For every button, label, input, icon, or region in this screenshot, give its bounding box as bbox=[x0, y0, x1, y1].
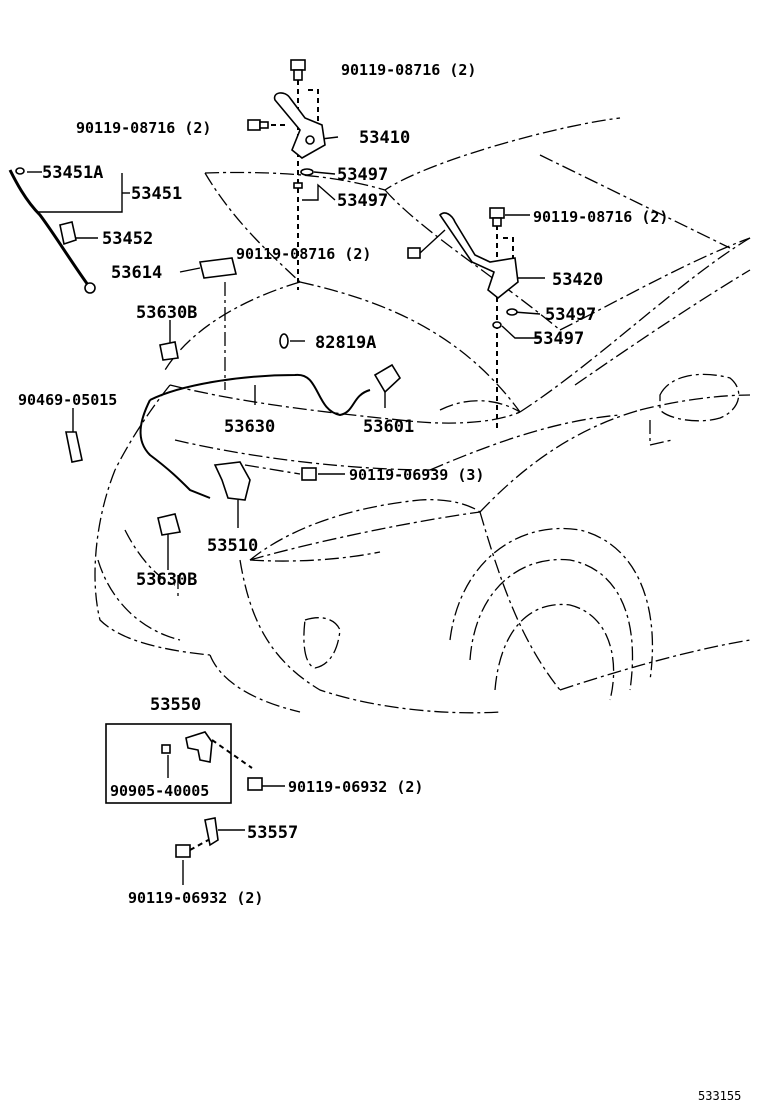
bolt-mid-part bbox=[407, 247, 421, 259]
label-cushion-4: 53497 bbox=[533, 329, 584, 349]
rod-part bbox=[8, 167, 96, 294]
hinge-right-part bbox=[438, 212, 519, 300]
label-cushion-3: 53497 bbox=[545, 305, 596, 325]
seal-plug-part bbox=[279, 333, 289, 349]
label-clamp-upper: 53630B bbox=[136, 303, 197, 323]
rod-holder-part bbox=[59, 221, 77, 246]
clip-left-part bbox=[65, 431, 83, 463]
label-bolt-left-hinge: 90119-08716 (2) bbox=[76, 119, 211, 137]
label-cable: 53630 bbox=[224, 417, 275, 437]
assy-box-part bbox=[161, 731, 213, 763]
assy-box bbox=[105, 723, 232, 804]
label-rod-clip: 53451A bbox=[42, 163, 103, 183]
label-seal-plug: 82819A bbox=[315, 333, 376, 353]
bolt-left-hinge-part bbox=[247, 119, 269, 131]
lever-part bbox=[373, 363, 402, 394]
lock-part bbox=[213, 461, 251, 501]
bolt-top-part bbox=[290, 59, 306, 81]
label-assy-box-title: 53550 bbox=[150, 695, 201, 715]
cushion-3-part bbox=[506, 308, 518, 316]
label-lever: 53601 bbox=[363, 417, 414, 437]
label-bolt-bracket: 90119-06932 (2) bbox=[128, 889, 263, 907]
clamp-upper-part bbox=[159, 341, 179, 361]
label-cushion-1: 53497 bbox=[337, 165, 388, 185]
hinge-left-part bbox=[273, 92, 326, 159]
parts bbox=[8, 59, 519, 858]
label-bolt-box: 90119-06932 (2) bbox=[288, 778, 423, 796]
bolt-lock-part bbox=[301, 467, 317, 481]
bolt-bracket-part bbox=[175, 844, 191, 858]
label-cushion-2: 53497 bbox=[337, 191, 388, 211]
bracket-part bbox=[204, 817, 219, 847]
label-rod: 53451 bbox=[131, 184, 182, 204]
label-bolt-right-top: 90119-08716 (2) bbox=[533, 208, 668, 226]
bolt-box-part bbox=[247, 777, 263, 791]
label-lock: 53510 bbox=[207, 536, 258, 556]
cable-part bbox=[139, 373, 371, 499]
cushion-1-part bbox=[300, 168, 314, 176]
label-nut-box: 90905-40005 bbox=[110, 782, 209, 800]
clamp-lower-part bbox=[157, 513, 182, 536]
label-bolt-mid: 90119-08716 (2) bbox=[236, 245, 371, 263]
car-body-outline bbox=[94, 117, 751, 714]
cushion-4-part bbox=[492, 321, 502, 329]
label-hinge-left: 53410 bbox=[359, 128, 410, 148]
part-labels: 90119-08716 (2) 90119-08716 (2) 53410 53… bbox=[18, 61, 741, 1103]
label-bolt-top: 90119-08716 (2) bbox=[341, 61, 476, 79]
label-clamp-lower: 53630B bbox=[136, 570, 197, 590]
figure-id: 533155 bbox=[698, 1089, 741, 1103]
label-bracket: 53557 bbox=[247, 823, 298, 843]
label-lever-bracket: 53614 bbox=[111, 263, 162, 283]
label-rod-holder: 53452 bbox=[102, 229, 153, 249]
bolt-right-top-part bbox=[489, 207, 505, 227]
cushion-2-part bbox=[293, 182, 303, 189]
label-hinge-right: 53420 bbox=[552, 270, 603, 290]
lever-bracket-part bbox=[199, 257, 237, 279]
label-bolt-lock: 90119-06939 (3) bbox=[349, 466, 484, 484]
label-clip-left: 90469-05015 bbox=[18, 391, 117, 409]
